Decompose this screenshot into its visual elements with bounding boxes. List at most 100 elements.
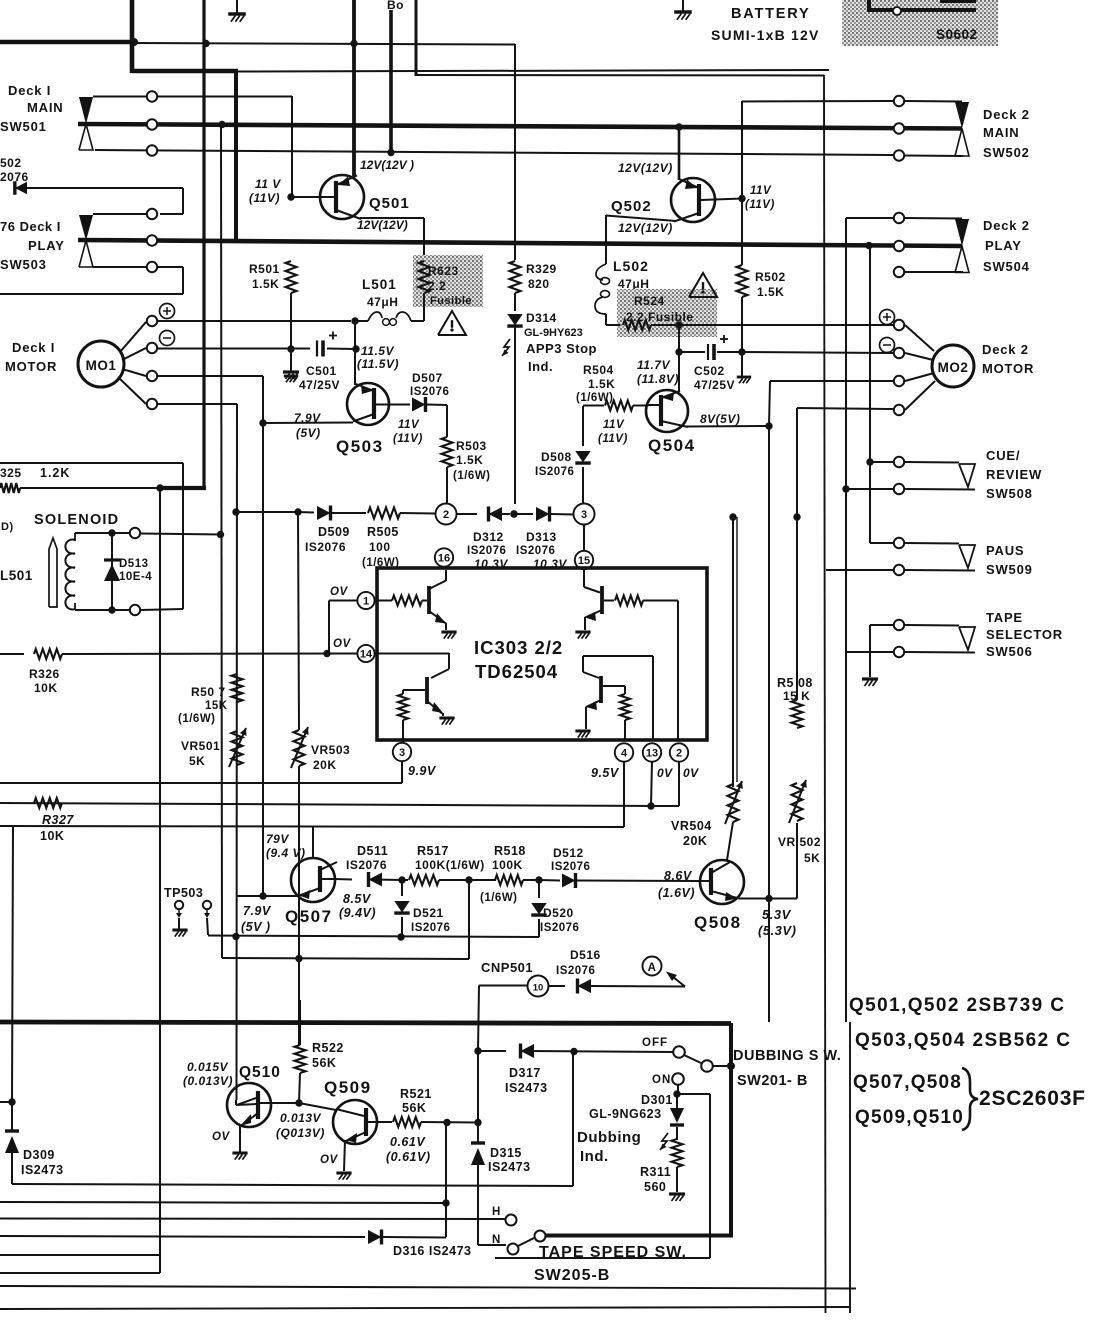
- svg-text:13: 13: [646, 748, 658, 760]
- svg-text:(11V): (11V): [745, 199, 775, 211]
- svg-text:CUE/: CUE/: [986, 448, 1020, 463]
- svg-text:SW502: SW502: [983, 145, 1030, 160]
- svg-text:R524: R524: [634, 294, 665, 308]
- svg-text:(5V ): (5V ): [241, 920, 271, 934]
- svg-text:IS2076: IS2076: [556, 965, 595, 977]
- svg-text:0.015V: 0.015V: [187, 1060, 229, 1074]
- svg-text:D520: D520: [543, 906, 574, 920]
- svg-text:3: 3: [399, 747, 405, 759]
- svg-text:D509: D509: [318, 525, 350, 539]
- svg-text:1.5K: 1.5K: [588, 377, 615, 391]
- svg-text:OV: OV: [330, 586, 348, 598]
- svg-text:IS2076: IS2076: [551, 861, 590, 873]
- svg-text:4: 4: [621, 748, 628, 760]
- svg-text:TAPE SPEED SW.: TAPE SPEED SW.: [539, 1244, 687, 1261]
- svg-text:N: N: [492, 1234, 501, 1246]
- svg-text:0.61V: 0.61V: [390, 1135, 426, 1149]
- svg-text:(1/6W): (1/6W): [453, 470, 491, 482]
- svg-text:SW201- B: SW201- B: [737, 1073, 808, 1089]
- svg-text:MOTOR: MOTOR: [5, 359, 57, 374]
- svg-text:1.5K: 1.5K: [456, 453, 483, 467]
- svg-text:R50 7: R50 7: [191, 685, 226, 699]
- svg-text:56K: 56K: [402, 1101, 426, 1115]
- svg-text:11V: 11V: [603, 419, 625, 431]
- svg-text:PLAY: PLAY: [28, 238, 65, 253]
- svg-text:Q503: Q503: [336, 437, 384, 456]
- svg-text:VR503: VR503: [311, 743, 350, 757]
- svg-text:R505: R505: [367, 525, 399, 539]
- svg-text:Deck 2: Deck 2: [983, 107, 1030, 122]
- svg-text:ON: ON: [652, 1074, 671, 1086]
- svg-text:OFF: OFF: [642, 1037, 668, 1049]
- svg-text:R327: R327: [42, 813, 74, 827]
- svg-text:D508: D508: [541, 450, 572, 464]
- svg-text:Fusible: Fusible: [430, 295, 472, 307]
- svg-text:11V: 11V: [750, 185, 772, 197]
- svg-text:(1/6W): (1/6W): [178, 713, 216, 725]
- svg-text:R517: R517: [417, 844, 449, 858]
- svg-text:(5.3V): (5.3V): [758, 923, 796, 938]
- svg-text:0.013V: 0.013V: [280, 1111, 322, 1125]
- svg-text:Q501: Q501: [369, 195, 410, 212]
- svg-text:SW504: SW504: [983, 259, 1030, 274]
- svg-text:Q508: Q508: [694, 913, 742, 932]
- svg-text:(5V): (5V): [296, 426, 321, 440]
- svg-text:IS2473: IS2473: [505, 1081, 548, 1095]
- svg-text:(0.61V): (0.61V): [386, 1150, 431, 1164]
- svg-text:(1/6W): (1/6W): [576, 392, 614, 404]
- svg-text:15: 15: [578, 555, 590, 567]
- svg-text:R504: R504: [583, 363, 614, 377]
- svg-text:8V(5V): 8V(5V): [700, 412, 740, 426]
- svg-text:10: 10: [533, 983, 544, 994]
- svg-text:R503: R503: [456, 439, 487, 453]
- svg-text:IS2076: IS2076: [346, 858, 387, 872]
- svg-text:Q507: Q507: [285, 907, 333, 926]
- svg-text:R501: R501: [249, 262, 280, 276]
- svg-text:R502: R502: [755, 270, 786, 284]
- svg-text:12V(12V): 12V(12V): [357, 218, 408, 232]
- svg-text:9.5V: 9.5V: [591, 766, 620, 780]
- svg-text:D511: D511: [357, 844, 388, 858]
- svg-text:5K: 5K: [804, 851, 820, 865]
- svg-text:PLAY: PLAY: [985, 238, 1022, 253]
- svg-text:D312: D312: [473, 530, 504, 544]
- svg-text:9.9V: 9.9V: [408, 764, 437, 778]
- svg-text:10K: 10K: [40, 829, 64, 843]
- svg-text:8.5V: 8.5V: [343, 892, 372, 906]
- svg-text:0V: 0V: [657, 766, 673, 780]
- svg-text:MO2: MO2: [938, 360, 969, 375]
- svg-text:L501: L501: [362, 277, 397, 292]
- svg-text:100K(1/6W): 100K(1/6W): [415, 858, 485, 872]
- svg-text:(11.5V): (11.5V): [357, 357, 399, 371]
- svg-text:D309: D309: [23, 1148, 55, 1162]
- svg-text:R329: R329: [526, 262, 557, 276]
- svg-text:TD62504: TD62504: [475, 661, 558, 682]
- svg-text:D315: D315: [490, 1146, 522, 1160]
- svg-text:CNP501: CNP501: [481, 960, 533, 975]
- svg-text:(Q013V): (Q013V): [276, 1126, 325, 1140]
- svg-text:MAIN: MAIN: [27, 100, 63, 115]
- svg-text:10E-4: 10E-4: [119, 571, 152, 583]
- svg-text:Q507,Q508: Q507,Q508: [853, 1072, 962, 1093]
- svg-text:1.5K: 1.5K: [757, 285, 784, 299]
- svg-text:100K: 100K: [492, 858, 523, 872]
- svg-text:(1.6V): (1.6V): [658, 886, 695, 900]
- svg-text:MO1: MO1: [86, 358, 117, 373]
- svg-text:2.2 Fusible: 2.2 Fusible: [626, 310, 694, 324]
- svg-text:R326: R326: [29, 667, 60, 681]
- svg-text:Q501,Q502 2SB739 C: Q501,Q502 2SB739 C: [849, 995, 1065, 1016]
- svg-text:(1/6W): (1/6W): [480, 892, 518, 904]
- svg-text:A: A: [648, 962, 657, 974]
- svg-text:R5 08: R5 08: [777, 676, 813, 690]
- svg-text:2076: 2076: [0, 170, 29, 184]
- svg-text:D313: D313: [526, 530, 557, 544]
- svg-text:12V(12V): 12V(12V): [618, 161, 673, 175]
- svg-text:C501: C501: [306, 364, 337, 378]
- svg-text:1.5K: 1.5K: [252, 277, 279, 291]
- svg-text:OV: OV: [333, 638, 351, 650]
- svg-text:MAIN: MAIN: [983, 125, 1019, 140]
- svg-text:IS2076: IS2076: [410, 386, 449, 398]
- svg-text:(9.4 V): (9.4 V): [266, 846, 306, 860]
- svg-text:560: 560: [644, 1180, 666, 1194]
- svg-text:Q510: Q510: [239, 1064, 281, 1081]
